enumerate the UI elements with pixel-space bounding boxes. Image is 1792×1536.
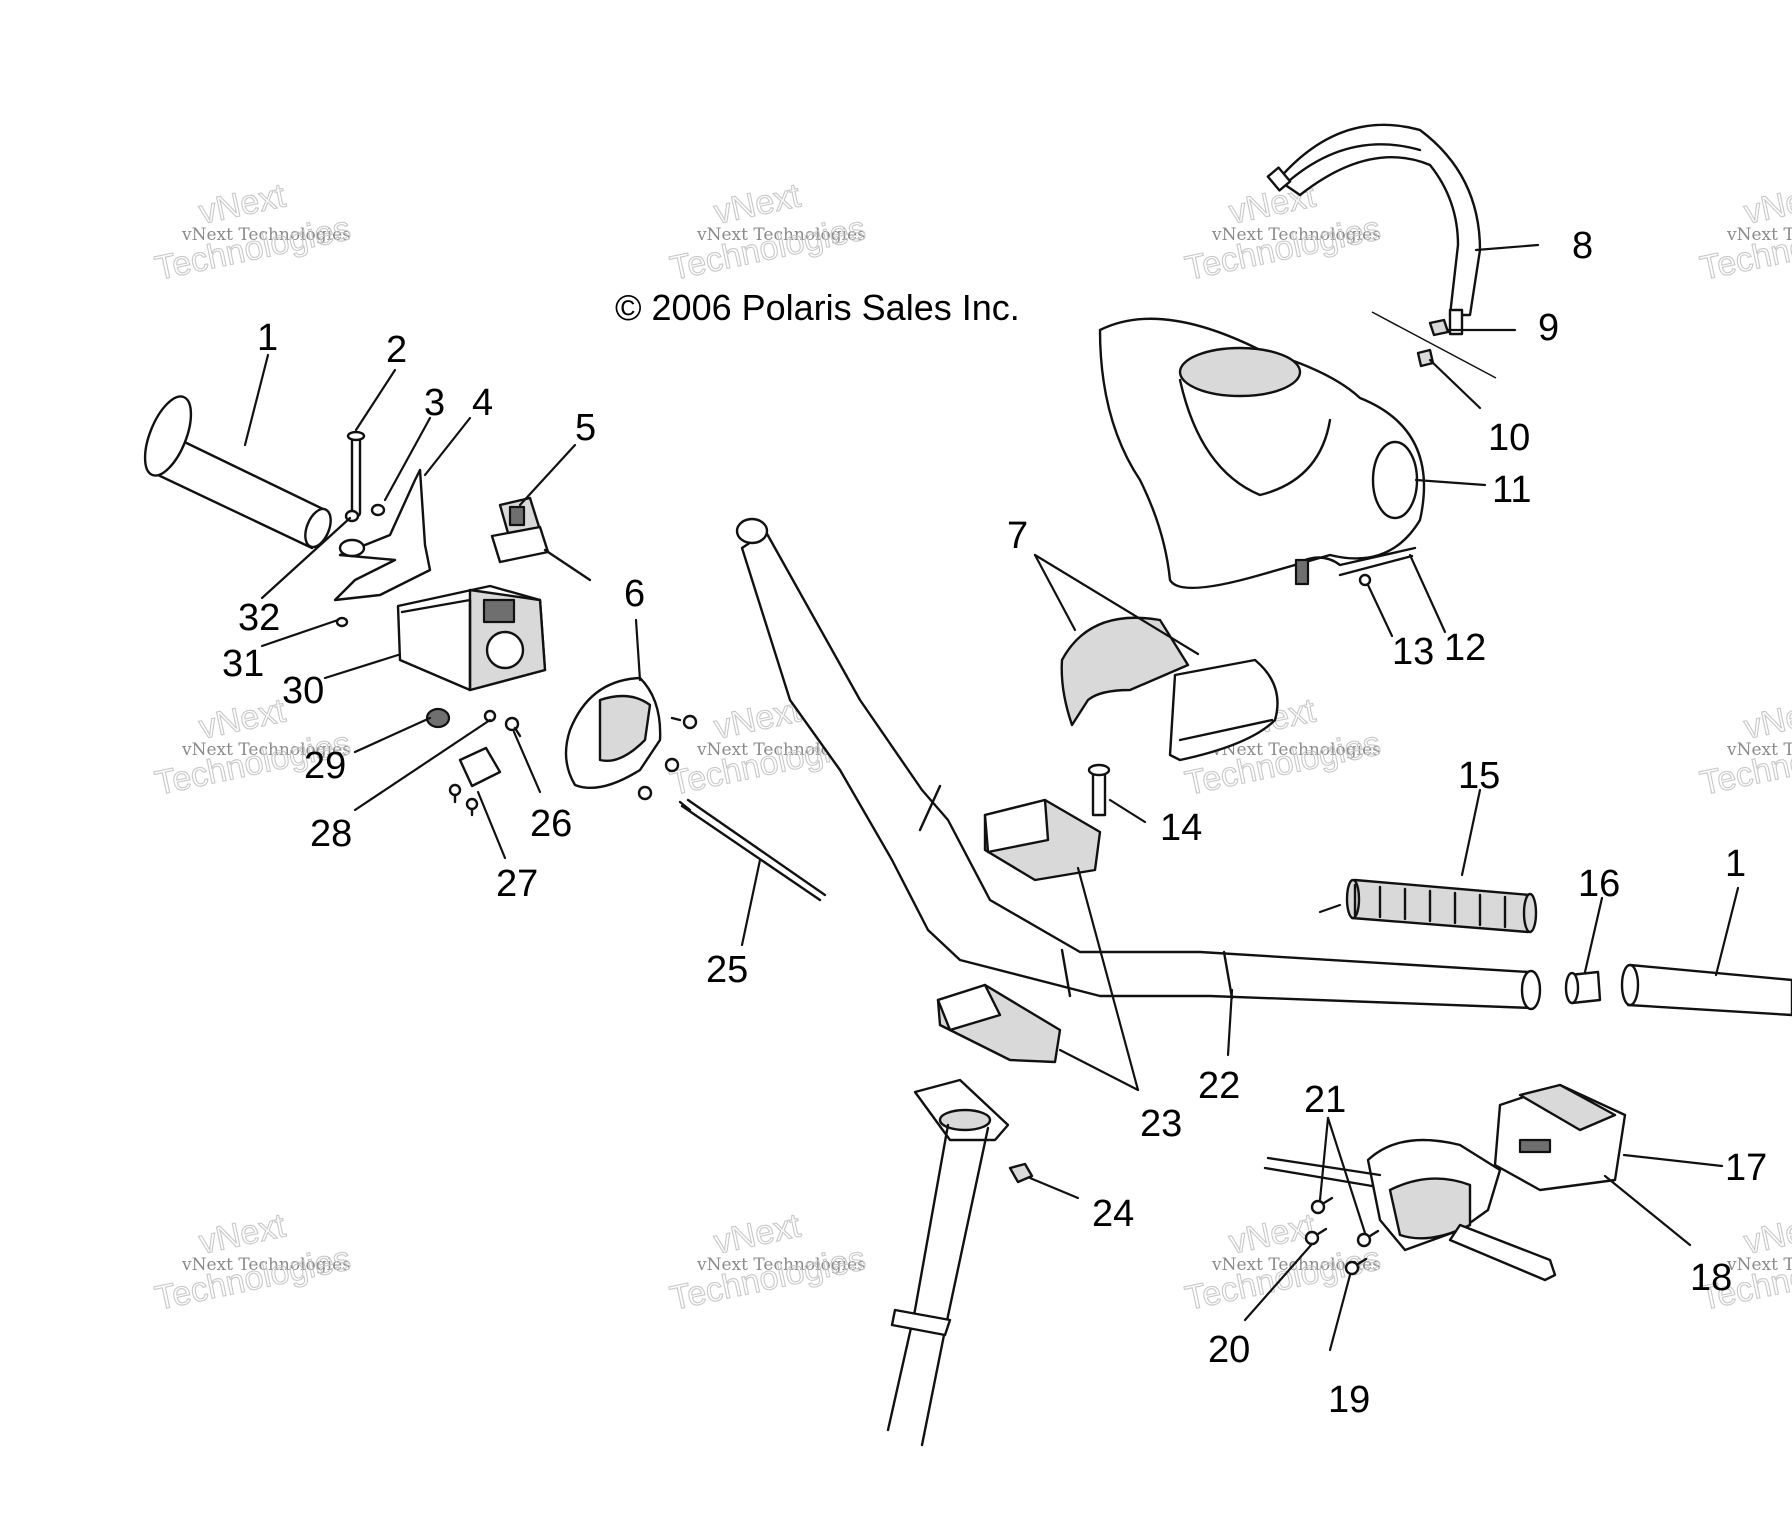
throttle-lever-part-4 [333, 468, 432, 602]
clamp-lower-part-23 [936, 983, 1062, 1064]
callout-15: 15 [1458, 755, 1500, 797]
watermark-text-label: vNext Technologies [696, 1255, 866, 1275]
connector-part-5 [490, 496, 592, 582]
grip-heater-part-15 [1318, 878, 1538, 934]
callout-12: 12 [1444, 627, 1486, 669]
callout-16: 16 [1578, 863, 1620, 905]
callout-13: 13 [1392, 631, 1434, 673]
callout-7: 7 [1007, 515, 1028, 557]
guide-line-9-10 [1371, 311, 1497, 379]
callout-24: 24 [1092, 1193, 1134, 1235]
nut-part-10 [1416, 348, 1435, 368]
callout-19: 19 [1328, 1379, 1370, 1421]
callout-11: 11 [1492, 469, 1531, 511]
watermark-text-label: vNext Technologies [1726, 225, 1792, 245]
wire-harness-part-12 [1293, 546, 1417, 587]
callout-20: 20 [1208, 1329, 1250, 1371]
cover-plate-part-27 [448, 746, 502, 817]
callout-21: 21 [1304, 1079, 1346, 1121]
callout-26: 26 [530, 803, 572, 845]
callout-10: 10 [1488, 417, 1530, 459]
callout-32: 32 [238, 597, 280, 639]
watermark-text-label: vNext Technologies [1211, 225, 1381, 245]
watermark-text-label: vNext Technologies [1211, 740, 1381, 760]
brake-master-cylinder [1263, 1138, 1557, 1282]
callout-5: 5 [575, 407, 596, 449]
callout-29: 29 [304, 745, 346, 787]
handlebar-cover-part-7 [1060, 616, 1279, 762]
callout-23: 23 [1140, 1103, 1182, 1145]
nut-part-24 [1008, 1162, 1034, 1184]
watermark-text-label: vNext Technologies [181, 225, 351, 245]
watermark-text-label: vNext Technologies [696, 225, 866, 245]
grab-handle-part-8 [1266, 123, 1482, 336]
screw-part-19 [1344, 1257, 1368, 1276]
callout-6: 6 [624, 573, 645, 615]
callout-9: 9 [1538, 307, 1559, 349]
callout-27: 27 [496, 863, 538, 905]
steering-post [886, 1078, 1010, 1447]
callout-1b: 1 [1725, 843, 1746, 885]
callout-14: 14 [1160, 807, 1202, 849]
watermark-text-label: vNext Technologies [1726, 1255, 1792, 1275]
clamp-upper-part-23 [983, 798, 1102, 882]
callout-28: 28 [310, 813, 352, 855]
callout-17: 17 [1725, 1147, 1767, 1189]
callout-22: 22 [1198, 1065, 1240, 1107]
callout-18: 18 [1690, 1257, 1732, 1299]
plug-part-16 [1564, 970, 1602, 1005]
bolt-part-14 [1087, 763, 1111, 817]
watermark-text-label: vNext Technologies [1211, 1255, 1381, 1275]
callout-numbers: 1 2 3 4 5 6 7 8 9 10 11 12 13 14 15 16 1… [222, 225, 1767, 1421]
washer-part-3 [370, 503, 386, 517]
callout-3: 3 [424, 382, 445, 424]
watermark-text-label: vNext Technologies [1726, 740, 1792, 760]
callout-31: 31 [222, 643, 264, 685]
ring-part-31 [335, 616, 349, 628]
throttle-housing-part-30 [396, 584, 547, 692]
right-grip [1620, 963, 1792, 1017]
knob-part-29 [425, 707, 451, 729]
callout-4: 4 [472, 382, 493, 424]
switch-housing-part-17 [1493, 1083, 1627, 1192]
screw-part-21 [1310, 1196, 1380, 1248]
pin-part-2 [346, 430, 366, 518]
leader-lines [243, 243, 1740, 1352]
callout-30: 30 [282, 670, 324, 712]
callout-8: 8 [1572, 225, 1593, 267]
callout-2: 2 [386, 329, 407, 371]
watermark-text-small-brand: vNext [1741, 1206, 1792, 1261]
screw-part-26 [504, 716, 522, 738]
instrument-pod-part-11 [1098, 317, 1426, 590]
left-grip [143, 395, 332, 550]
copyright-text: © 2006 Polaris Sales Inc. [615, 287, 1020, 328]
throttle-cover-part-6 [564, 676, 698, 801]
watermark-text-small-brand: vNext [1741, 691, 1792, 746]
callout-1a: 1 [257, 317, 278, 359]
nut-part-9 [1428, 318, 1450, 337]
watermark-text-small-brand: vNext [1741, 176, 1792, 231]
callout-25: 25 [706, 949, 748, 991]
watermark-text-label: vNext Technologies [181, 1255, 351, 1275]
handlebar [735, 517, 1542, 1011]
throttle-cable-part-25 [678, 798, 827, 902]
watermark-text-label: vNext Technologies [181, 740, 351, 760]
